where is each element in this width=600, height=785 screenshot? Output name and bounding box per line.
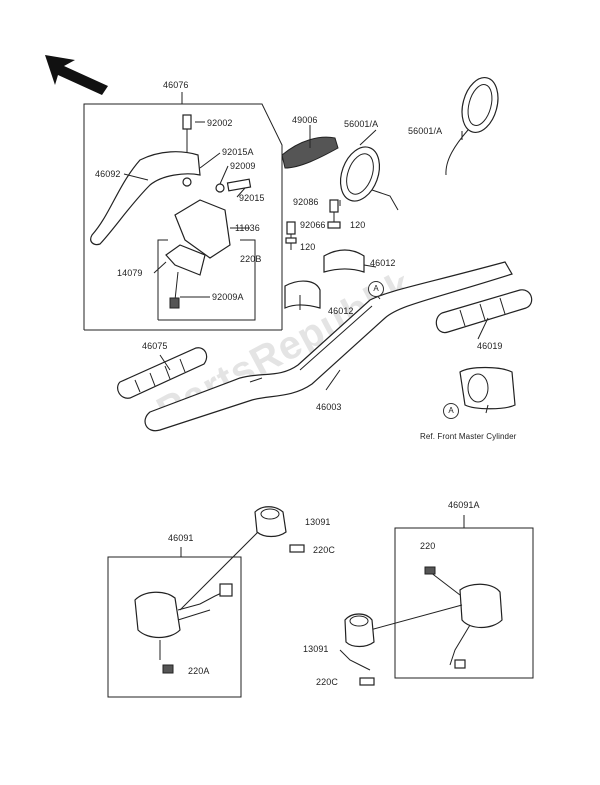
label-56001A-mid: 56001/A <box>344 119 379 129</box>
label-46012-a: 46012 <box>370 258 396 268</box>
label-46092: 46092 <box>95 169 121 179</box>
label-92009: 92009 <box>230 161 256 171</box>
label-11036: 11036 <box>235 223 260 233</box>
label-46003: 46003 <box>316 402 342 412</box>
label-56001A-right: 56001/A <box>408 126 443 136</box>
label-46019: 46019 <box>477 341 503 351</box>
right-switch-housing <box>459 583 503 629</box>
left-switch-housing <box>134 591 181 639</box>
label-220C-bottom: 220C <box>316 677 338 687</box>
label-92015: 92015 <box>239 193 265 203</box>
lever-cover <box>281 136 339 169</box>
mirror-left <box>339 146 399 211</box>
label-13091-top: 13091 <box>305 517 331 527</box>
label-46012-b: 46012 <box>328 306 354 316</box>
orientation-arrow-icon <box>45 55 108 95</box>
grip-right <box>435 289 533 334</box>
label-92066: 92066 <box>300 220 326 230</box>
handlebar-clamp-upper <box>323 249 365 273</box>
label-46091A: 46091A <box>448 500 480 510</box>
holder-clamp <box>165 244 206 276</box>
switch-bracket-frame <box>157 239 168 320</box>
mirror-right <box>445 76 499 176</box>
left-switch-frame <box>107 556 242 698</box>
label-220A: 220A <box>188 666 210 676</box>
label-46075: 46075 <box>142 341 168 351</box>
label-92015A: 92015A <box>222 147 254 157</box>
label-120-b: 120 <box>300 242 316 252</box>
label-92086: 92086 <box>293 197 319 207</box>
label-92009A: 92009A <box>212 292 244 302</box>
label-220C-top: 220C <box>313 545 335 555</box>
callout-a-bottom: A <box>443 403 459 419</box>
label-46091: 46091 <box>168 533 194 543</box>
callout-a-top: A <box>368 281 384 297</box>
label-13091-bottom: 13091 <box>303 644 329 654</box>
label-46076: 46076 <box>163 80 189 90</box>
label-49006: 49006 <box>292 115 318 125</box>
ref-front-master-cylinder: Ref. Front Master Cylinder <box>420 432 517 441</box>
lever-assembly-frame <box>83 103 283 330</box>
handlebar-clamp-lower <box>284 280 321 309</box>
lever-holder <box>174 199 231 259</box>
switch-case-bottom <box>344 613 375 648</box>
label-220: 220 <box>420 541 436 551</box>
label-14079: 14079 <box>117 268 143 278</box>
switch-case-top <box>254 506 287 538</box>
label-120-a: 120 <box>350 220 366 230</box>
label-220B: 220B <box>240 254 262 264</box>
label-92002: 92002 <box>207 118 233 128</box>
grip-left <box>117 347 208 399</box>
handlebar <box>144 261 513 432</box>
